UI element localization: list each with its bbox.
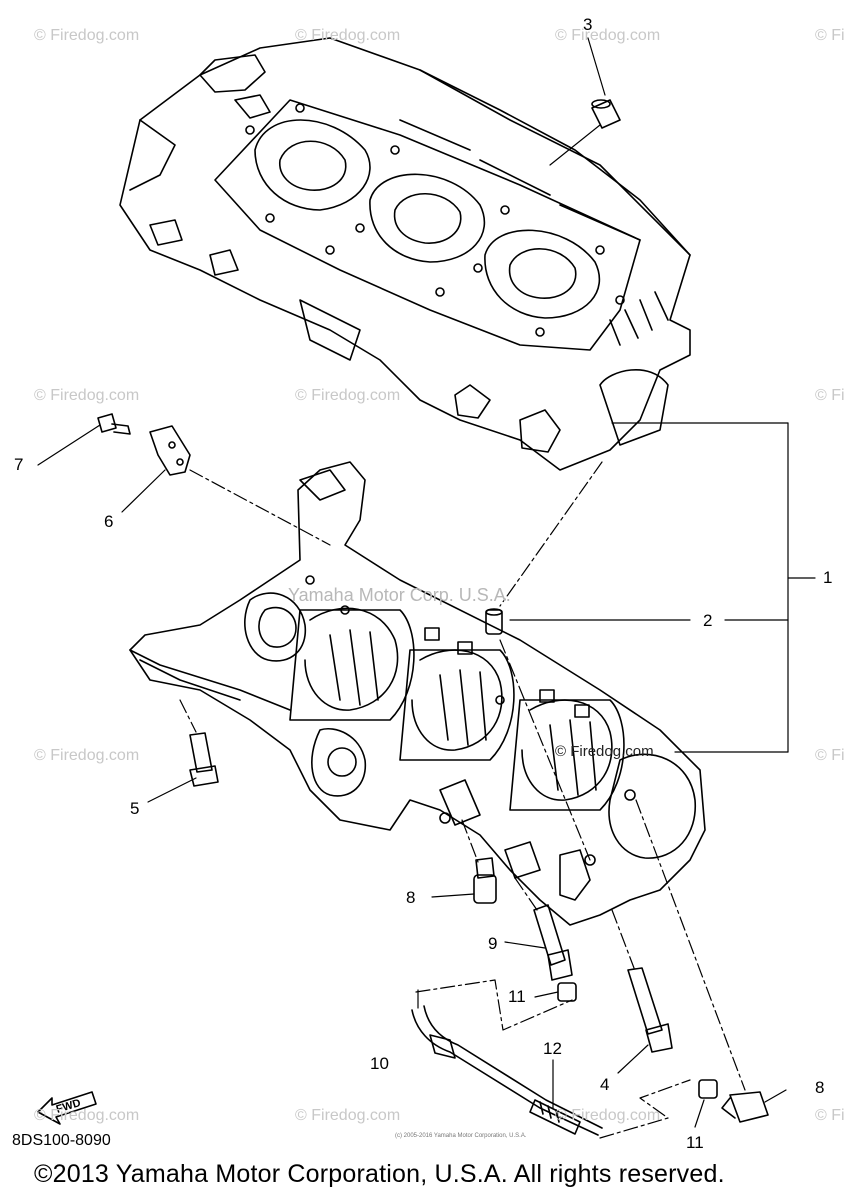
- elbow-8-lower: [721, 1091, 769, 1123]
- washer-11-upper: [557, 982, 577, 1002]
- watermark: © Firedog.com: [34, 1107, 140, 1124]
- bolt-4: [627, 967, 673, 1053]
- callout-6: 6: [104, 512, 114, 531]
- callout-4: 4: [600, 1075, 610, 1094]
- washer-11-lower: [698, 1079, 718, 1099]
- watermark: © Firedog.com: [34, 27, 140, 44]
- callout-5: 5: [130, 799, 140, 818]
- bolt-7: [97, 413, 131, 435]
- watermark: © Firedog.com: [295, 27, 401, 44]
- callout-9: 9: [488, 934, 498, 953]
- stud-8-upper: [473, 857, 497, 904]
- callout-1: 1: [823, 568, 833, 587]
- leader-lines: [37, 37, 816, 1139]
- dowel-pin-2: [485, 608, 503, 635]
- center-watermark: Yamaha Motor Corp. U.S.A.: [288, 585, 511, 605]
- watermark-cut: © Fi: [815, 747, 845, 764]
- hose-10: [411, 1005, 603, 1136]
- watermark: © Firedog.com: [295, 1107, 401, 1124]
- fitting-12: [529, 1099, 581, 1135]
- bolt-5: [189, 732, 219, 787]
- watermark-cut: © Fi: [815, 27, 845, 44]
- callout-3: 3: [583, 15, 593, 34]
- watermark-cut: © Fi: [815, 1107, 845, 1124]
- callout-2: 2: [703, 611, 713, 630]
- tiny-copyright-note: (c) 2005-2016 Yamaha Motor Corporation, …: [395, 1133, 527, 1139]
- part-code: 8DS100-8090: [12, 1132, 111, 1149]
- watermark: © Firedog.com: [555, 1107, 661, 1124]
- bolt-9: [533, 904, 573, 981]
- callout-11-lower: 11: [686, 1133, 704, 1152]
- callout-8-lower: 8: [815, 1078, 825, 1097]
- callout-10: 10: [370, 1054, 389, 1073]
- upper-crankcase: [119, 37, 691, 471]
- watermark-cut: © Fi: [815, 387, 845, 404]
- inline-watermark: © Firedog.com: [555, 743, 654, 760]
- watermark: © Firedog.com: [295, 387, 401, 404]
- bracket-6: [149, 425, 191, 476]
- dowel-pin-3: [591, 99, 621, 129]
- watermark: © Firedog.com: [34, 747, 140, 764]
- callout-12: 12: [543, 1039, 562, 1058]
- lower-crankcase: [129, 461, 706, 926]
- fwd-arrow-icon: [37, 1091, 97, 1125]
- callout-8-upper: 8: [406, 888, 416, 907]
- watermark: © Firedog.com: [34, 387, 140, 404]
- watermark: © Firedog.com: [555, 27, 661, 44]
- copyright-notice: ©2013 Yamaha Motor Corporation, U.S.A. A…: [34, 1160, 725, 1188]
- callout-7: 7: [14, 455, 24, 474]
- callout-11-upper: 11: [508, 987, 526, 1006]
